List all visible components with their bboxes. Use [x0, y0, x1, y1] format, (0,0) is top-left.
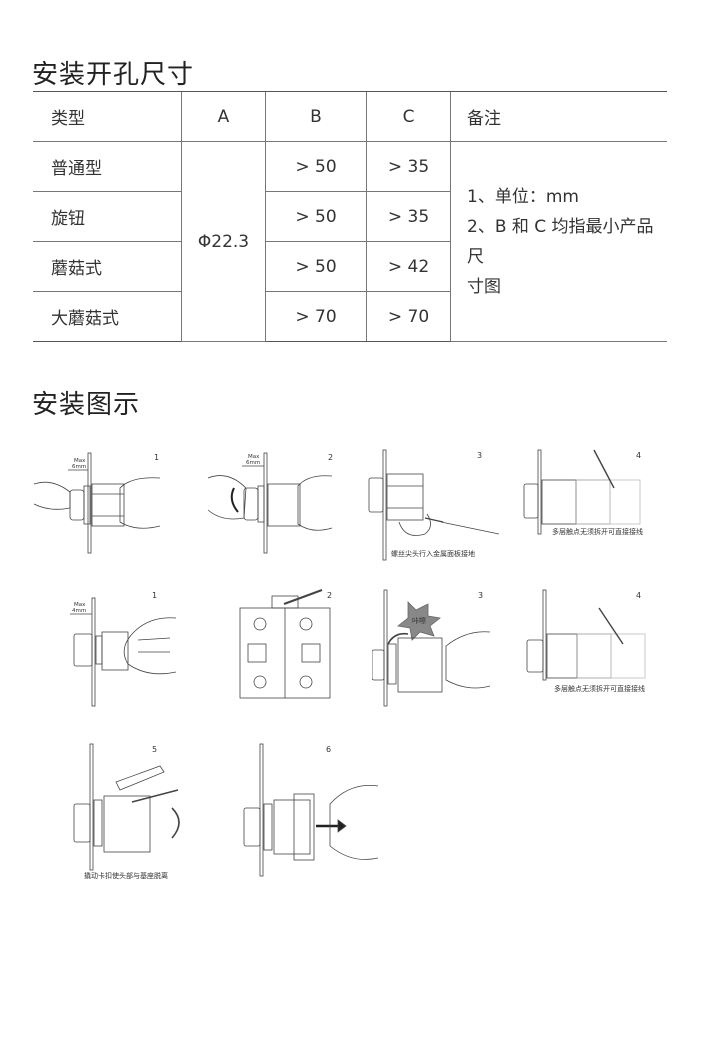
remark-line-1: 1、单位：mm — [467, 186, 579, 207]
step-caption: 多层触点无须拆开可直接接线 — [554, 684, 645, 693]
step-number: 4 — [636, 591, 641, 600]
step-number: 1 — [154, 453, 159, 462]
step-number: 3 — [478, 591, 483, 600]
a-value-cell: Φ22.3 — [181, 141, 266, 342]
install-step-figure: 1 Max 6mm — [32, 448, 167, 558]
install-step-figure: 1 Max 4mm — [58, 588, 183, 708]
section-title-installation-diagram: 安装图示 — [32, 390, 141, 420]
step-number: 4 — [636, 451, 641, 460]
row-c: > 42 — [366, 241, 451, 292]
dimension-label: 6mm — [246, 460, 260, 466]
row-b: > 50 — [265, 191, 367, 242]
row-c: > 35 — [366, 141, 451, 192]
install-step-figure: 2 — [236, 588, 336, 700]
table-header-row: 类型 A B C 备注 — [33, 91, 667, 142]
header-a: A — [181, 91, 266, 142]
step-number: 2 — [327, 591, 332, 600]
table-row: 普通型 Φ22.3 > 50 > 35 1、单位：mm 2、B 和 C 均指最小… — [33, 141, 667, 342]
section-title-mounting-hole-size: 安装开孔尺寸 — [32, 60, 195, 90]
row-b: > 50 — [265, 141, 367, 192]
row-c: > 35 — [366, 191, 451, 242]
step-number: 6 — [326, 745, 331, 754]
max-label: Max — [74, 602, 86, 608]
dimension-label: 6mm — [72, 464, 86, 470]
header-remark: 备注 — [450, 91, 667, 142]
row-b: > 70 — [265, 291, 367, 342]
row-type: 大蘑菇式 — [33, 291, 182, 342]
mounting-size-table: 类型 A B C 备注 普通型 Φ22.3 > 50 > 35 1、单位：mm … — [33, 91, 667, 342]
step-caption: 螺丝尖头行入金属面板接地 — [391, 549, 475, 558]
dimension-label: 4mm — [72, 608, 86, 614]
install-step-figure: 4 多层触点无须拆开可直接接线 — [523, 588, 673, 700]
install-step-figure: 4 多层触点无须拆开可直接接线 — [518, 448, 668, 548]
step-caption: 多层触点无须拆开可直接接线 — [552, 527, 643, 536]
table-row: 蘑菇式 > 50 > 42 — [33, 241, 667, 292]
table-row: 大蘑菇式 > 70 > 70 — [33, 291, 667, 342]
header-c: C — [366, 91, 451, 142]
remark-line-3: 寸图 — [467, 276, 501, 297]
install-step-figure: 3 螺丝尖头行入金属面板接地 — [365, 448, 505, 563]
max-label: Max — [74, 458, 86, 464]
step-number: 1 — [152, 591, 157, 600]
remark-line-2: 2、B 和 C 均指最小产品尺 — [467, 216, 654, 267]
row-b: > 50 — [265, 241, 367, 292]
header-type: 类型 — [33, 91, 182, 142]
header-b: B — [265, 91, 367, 142]
step-number: 2 — [328, 453, 333, 462]
step-number: 3 — [477, 451, 482, 460]
install-step-figure: 6 — [242, 742, 382, 882]
table-row: 旋钮 > 50 > 35 — [33, 191, 667, 242]
row-type: 旋钮 — [33, 191, 182, 242]
row-c: > 70 — [366, 291, 451, 342]
step-caption: 撬动卡扣使头部与基座脱离 — [84, 871, 168, 880]
remark-cell: 1、单位：mm 2、B 和 C 均指最小产品尺 寸图 — [450, 141, 667, 342]
row-type: 普通型 — [33, 141, 182, 192]
max-label: Max — [248, 454, 260, 460]
install-step-figure: 2 Max 6mm — [204, 448, 339, 558]
row-type: 蘑菇式 — [33, 241, 182, 292]
step-number: 5 — [152, 745, 157, 754]
install-step-figure: 3 咔嚓 — [372, 588, 497, 708]
install-step-figure: 5 撬动卡扣使头部与基座脱离 — [72, 742, 202, 884]
click-sound-badge: 咔嚓 — [412, 616, 426, 625]
